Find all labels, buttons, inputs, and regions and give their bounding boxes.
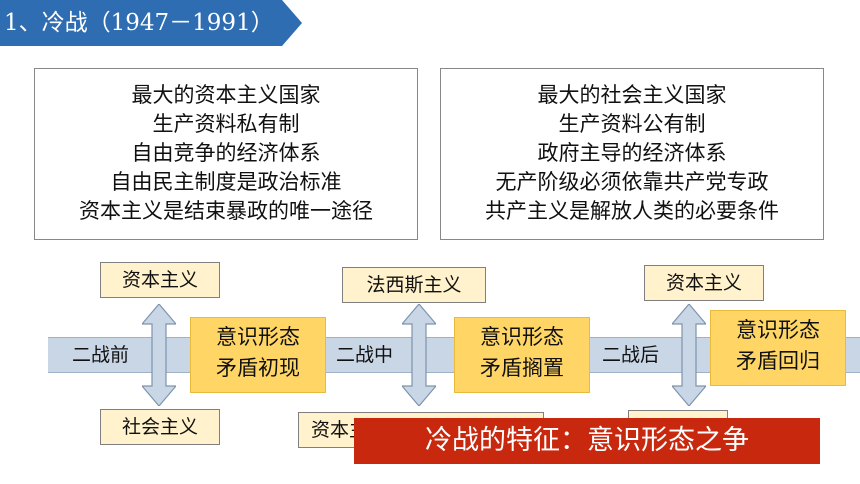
- double-arrow-icon: [402, 304, 436, 406]
- label-socialism-bottom: 社会主义: [100, 409, 220, 445]
- socialism-line: 共产主义是解放人类的必要条件: [485, 199, 779, 223]
- capitalism-box: 最大的资本主义国家 生产资料私有制 自由竞争的经济体系 自由民主制度是政治标准 …: [34, 68, 418, 240]
- contradiction-wartime: 意识形态 矛盾搁置: [454, 317, 590, 393]
- label-fascism-top: 法西斯主义: [342, 267, 486, 303]
- contradiction-prewar: 意识形态 矛盾初现: [190, 317, 326, 393]
- contradiction-line: 意识形态: [736, 318, 820, 342]
- socialism-line: 生产资料公有制: [558, 112, 706, 136]
- cold-war-feature-banner: 冷战的特征：意识形态之争: [354, 418, 820, 464]
- capitalism-line: 资本主义是结束暴政的唯一途径: [79, 199, 373, 223]
- contradiction-postwar: 意识形态 矛盾回归: [710, 310, 846, 386]
- capitalism-line: 最大的资本主义国家: [131, 83, 321, 107]
- stage-postwar: 二战后: [602, 344, 660, 366]
- label-capitalism-top-postwar: 资本主义: [644, 265, 764, 301]
- title-banner: 1、冷战（1947－1991）: [0, 0, 302, 46]
- socialism-box: 最大的社会主义国家 生产资料公有制 政府主导的经济体系 无产阶级必须依靠共产党专…: [440, 68, 824, 240]
- page-title: 1、冷战（1947－1991）: [4, 10, 274, 36]
- socialism-line: 无产阶级必须依靠共产党专政: [495, 170, 769, 194]
- contradiction-line: 矛盾回归: [736, 349, 820, 373]
- double-arrow-icon: [672, 304, 706, 406]
- contradiction-line: 意识形态: [216, 325, 300, 349]
- contradiction-line: 矛盾初现: [216, 356, 300, 380]
- capitalism-line: 自由民主制度是政治标准: [110, 170, 342, 194]
- socialism-line: 政府主导的经济体系: [537, 141, 727, 165]
- label-capitalism-top: 资本主义: [100, 262, 220, 298]
- capitalism-line: 自由竞争的经济体系: [131, 141, 321, 165]
- contradiction-line: 矛盾搁置: [480, 356, 564, 380]
- stage-prewar: 二战前: [72, 344, 130, 366]
- double-arrow-icon: [142, 304, 176, 406]
- stage-wartime: 二战中: [336, 344, 394, 366]
- socialism-line: 最大的社会主义国家: [537, 83, 727, 107]
- capitalism-line: 生产资料私有制: [152, 112, 300, 136]
- contradiction-line: 意识形态: [480, 325, 564, 349]
